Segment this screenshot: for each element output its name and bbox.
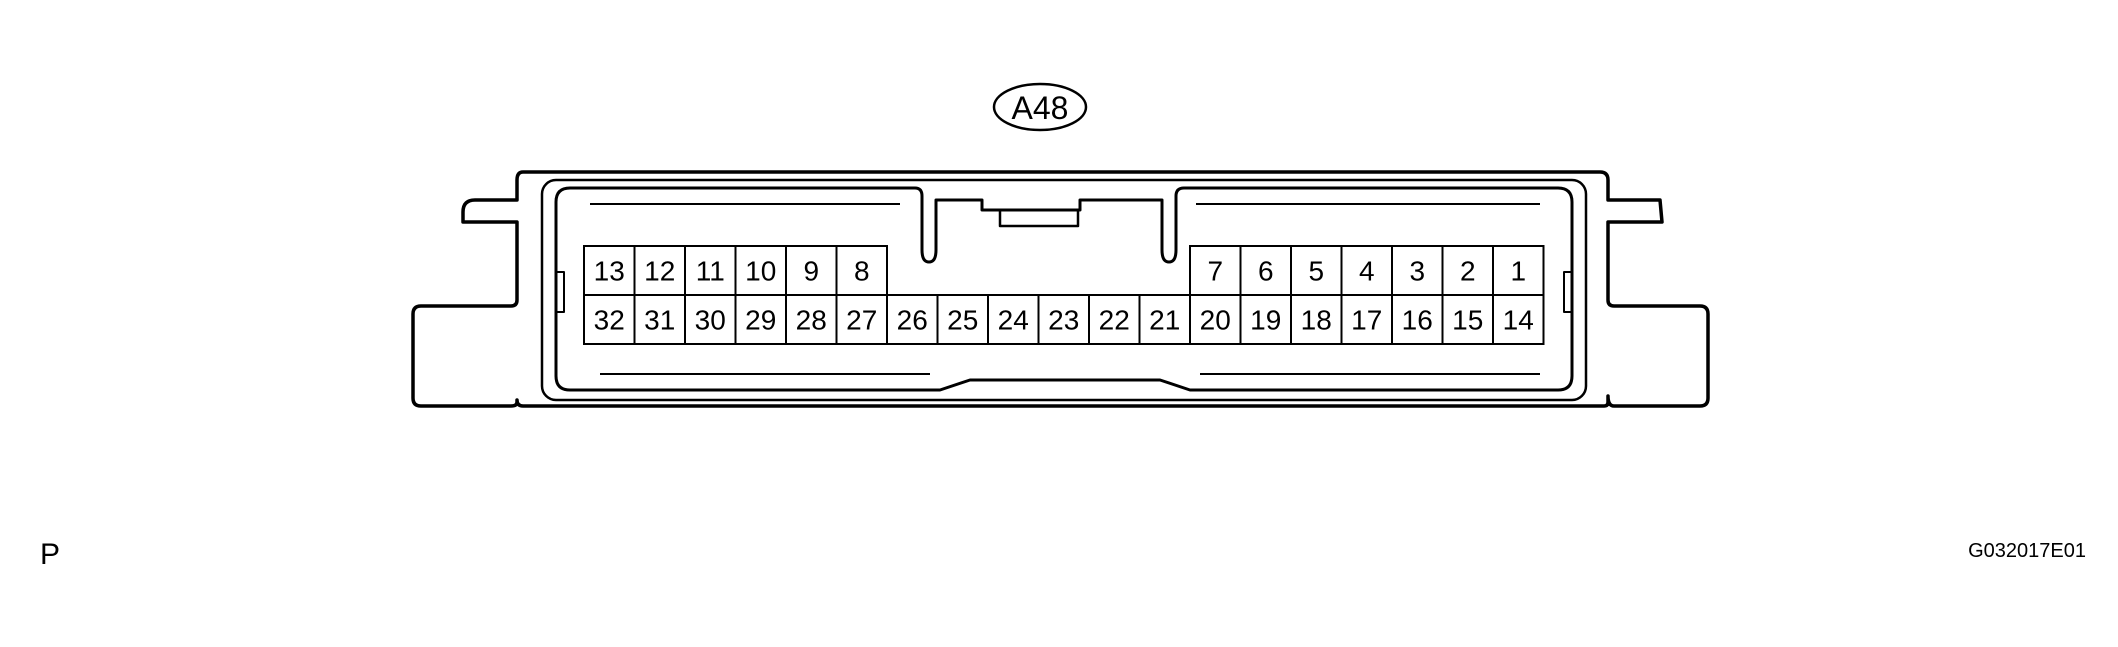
pin-cell: 7	[1189, 245, 1242, 296]
pin-cell: 31	[633, 294, 686, 345]
pin-number: 2	[1460, 256, 1476, 287]
figure-code: G032017E01	[1968, 540, 2086, 562]
pin-number: 10	[745, 256, 776, 287]
pin-cell: 6	[1239, 245, 1292, 296]
pin-cell: 26	[886, 294, 939, 345]
pin-number: 19	[1250, 305, 1281, 336]
pin-number: 1	[1510, 256, 1526, 287]
pin-number: 6	[1258, 256, 1274, 287]
pin-cell: 30	[684, 294, 737, 345]
pin-number: 27	[846, 305, 877, 336]
pin-cell: 18	[1290, 294, 1343, 345]
pin-number: 25	[947, 305, 978, 336]
pin-number: 29	[745, 305, 776, 336]
pin-number: 15	[1452, 305, 1483, 336]
pin-number: 23	[1048, 305, 1079, 336]
pin-number: 13	[594, 256, 625, 287]
pin-cell: 28	[785, 294, 838, 345]
terminal-cavity	[554, 186, 1574, 392]
side-key-right	[1563, 271, 1573, 313]
pin-cell: 9	[785, 245, 838, 296]
pin-number: 32	[594, 305, 625, 336]
pin-cell: 4	[1340, 245, 1393, 296]
pin-number: 14	[1503, 305, 1534, 336]
pin-number: 5	[1308, 256, 1324, 287]
pin-cell: 25	[936, 294, 989, 345]
pin-cell: 13	[583, 245, 636, 296]
pin-number: 21	[1149, 305, 1180, 336]
connector-id-badge: A48	[992, 82, 1088, 132]
pin-number: 7	[1207, 256, 1223, 287]
pin-cell: 20	[1189, 294, 1242, 345]
pin-box	[1492, 294, 1545, 345]
pin-number: 20	[1200, 305, 1231, 336]
pin-number: 18	[1301, 305, 1332, 336]
pin-cell: 2	[1441, 245, 1494, 296]
pin-cell: 5	[1290, 245, 1343, 296]
pin-cell: 27	[835, 294, 888, 345]
pin-number: 12	[644, 256, 675, 287]
pin-number: 11	[696, 256, 725, 287]
pin-number: 31	[644, 305, 675, 336]
pin-cell: 16	[1391, 294, 1444, 345]
pin-number: 30	[695, 305, 726, 336]
pin-cell: 8	[835, 245, 888, 296]
pin-cell: 19	[1239, 294, 1292, 345]
pin-cell: 3	[1391, 245, 1444, 296]
pin-cell: 23	[1037, 294, 1090, 345]
pin-number: 17	[1351, 305, 1382, 336]
pin-number: 28	[796, 305, 827, 336]
pin-cell: 15	[1441, 294, 1494, 345]
pin-number: 3	[1409, 256, 1425, 287]
latch-tab	[998, 208, 1080, 228]
pin-cell: 10	[734, 245, 787, 296]
pin-cell: 14	[1492, 294, 1545, 345]
pin-number: 24	[998, 305, 1029, 336]
pin-cell: 11	[684, 245, 737, 296]
pin-number: 8	[854, 256, 870, 287]
connector-housing	[411, 170, 1710, 408]
pin-cell: 21	[1138, 294, 1191, 345]
connector-id-text: A48	[1012, 90, 1069, 126]
pin-cell: 17	[1340, 294, 1393, 345]
housing-outline	[411, 170, 1710, 408]
connector-id-ellipse	[992, 82, 1088, 132]
page-marker: P	[40, 538, 61, 571]
pin-cell: 24	[987, 294, 1040, 345]
pin-cell: 1	[1492, 245, 1545, 296]
pin-cell: 22	[1088, 294, 1141, 345]
pin-number: 16	[1402, 305, 1433, 336]
pin-cell: 29	[734, 294, 787, 345]
pin-cell: 32	[583, 294, 636, 345]
pin-number: 22	[1099, 305, 1130, 336]
pin-cell: 12	[633, 245, 686, 296]
pin-number: 4	[1359, 256, 1375, 287]
housing-inner-frame	[540, 178, 1588, 402]
side-key-left	[555, 271, 565, 313]
pin-number: 9	[803, 256, 819, 287]
pin-number: 26	[897, 305, 928, 336]
